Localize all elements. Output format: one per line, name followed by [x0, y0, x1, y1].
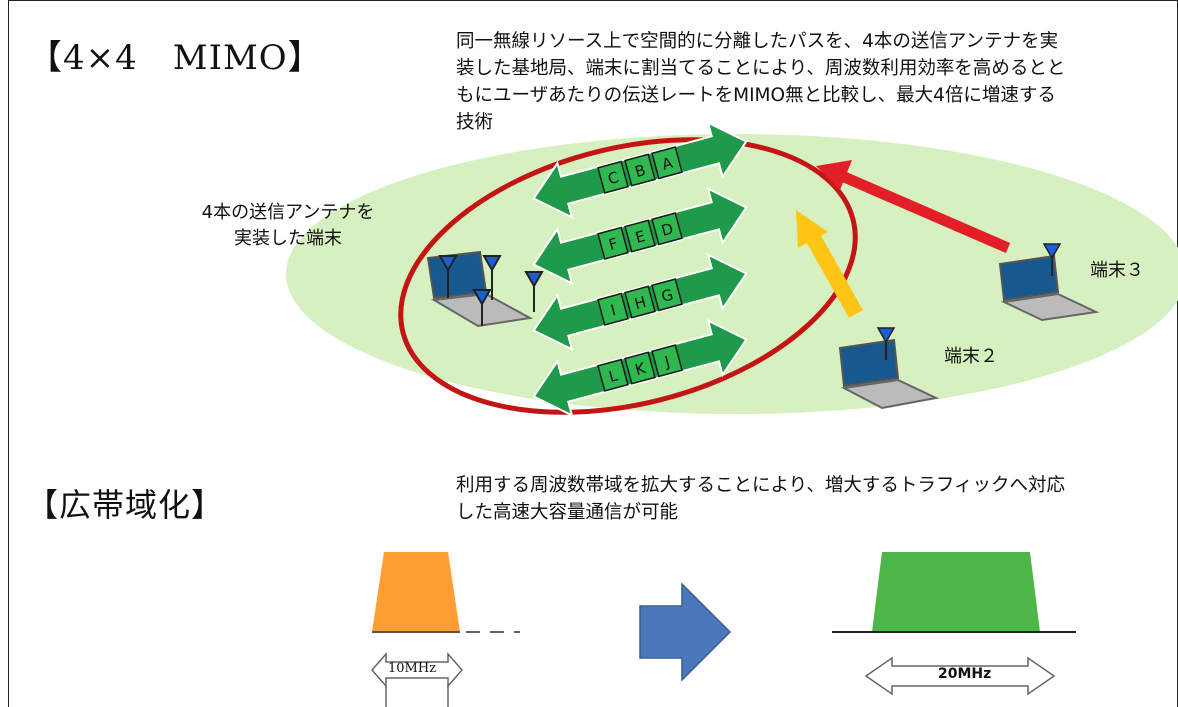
band-10mhz [372, 552, 520, 633]
data-block [624, 219, 656, 253]
data-block-letter: D [659, 220, 675, 240]
terminal2-laptop [838, 327, 940, 410]
mimo-heading: 【4×4 MIMO】 [28, 38, 323, 78]
terminal3-label: 端末３ [1090, 260, 1144, 281]
data-block [597, 226, 629, 260]
broadband-heading: 【広帯域化】 [26, 486, 225, 524]
bandwidth-arrow-10mhz [371, 652, 463, 707]
band-20mhz [832, 552, 1076, 633]
data-block-letter: I [609, 301, 618, 320]
data-block-letter: B [633, 161, 648, 181]
broadband-description: 利用する周波数帯域を拡大することにより、増大するトラフィックへ対応 した高速大容… [456, 475, 1066, 523]
bandwidth-20mhz-label: 20MHz [938, 666, 992, 682]
antenna-terminal-laptop [426, 250, 544, 328]
data-block [651, 278, 683, 312]
data-block [651, 344, 683, 378]
data-block-letter: J [662, 352, 672, 371]
data-block [651, 146, 683, 180]
data-block-letter: E [633, 227, 647, 247]
terminal3-laptop [998, 243, 1100, 322]
data-block [624, 351, 656, 385]
bandwidth-arrow-20mhz [864, 656, 1056, 696]
data-block [651, 212, 683, 246]
terminal3-link-arrow [816, 160, 1011, 254]
data-block [597, 292, 629, 326]
data-block [597, 160, 629, 194]
terminal2-label: 端末２ [944, 346, 998, 367]
mimo-description: 同一無線リソース上で空間的に分離したパスを、4本の送信アンテナを実 装した基地局… [456, 31, 1066, 133]
data-block [597, 358, 629, 392]
transition-arrow [639, 582, 732, 682]
bandwidth-10mhz-label: 10MHz [388, 661, 437, 676]
terminal2-link-arrow [796, 210, 863, 318]
data-block [624, 153, 656, 187]
mimo-ring [398, 137, 858, 415]
data-block [624, 285, 656, 319]
antenna-terminal-label: 4本の送信アンテナを 実装した端末 [201, 202, 375, 249]
data-block-letter: G [659, 286, 675, 306]
data-block-letter: C [606, 168, 621, 188]
data-block-letter: H [632, 293, 648, 313]
